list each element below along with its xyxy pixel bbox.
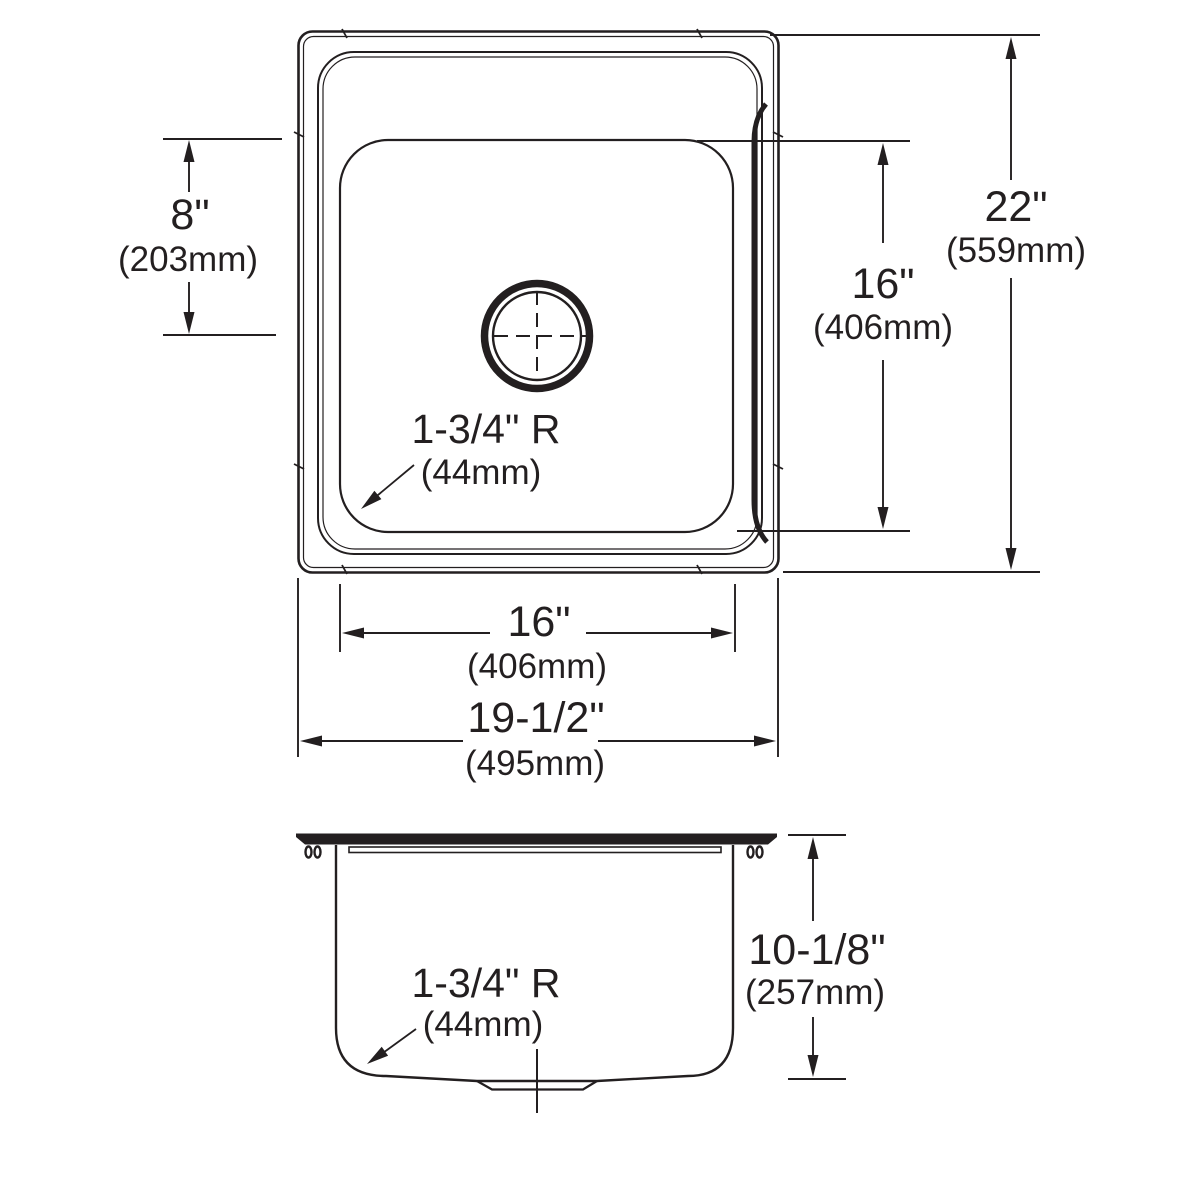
deck-outer-echo-outline [302, 35, 775, 569]
dim-overall-width: 19-1/2" (495mm) [297, 578, 779, 783]
top-view: 8" (203mm) 22" (559mm) 16" (406mm) [118, 28, 1086, 783]
bowl-radius-note-side-line1: 1-3/4" R [411, 960, 560, 1006]
bowl-radius-note-side: 1-3/4" R (44mm) [367, 960, 561, 1064]
dim-overall-width-mm: (495mm) [465, 744, 605, 783]
bowl-outline [338, 138, 735, 534]
dim-bowl-width: 16" (406mm) [339, 584, 736, 686]
dim-drain-offset: 8" (203mm) [118, 138, 282, 336]
dim-bowl-height-inches: 10-1/8" [748, 926, 885, 974]
mounting-clip-left [304, 845, 322, 859]
rim-inner-ledge [348, 846, 722, 854]
deck-inner-outline [317, 51, 763, 555]
deck-outer-outline [297, 30, 780, 574]
dim-drain-offset-inches: 8" [170, 191, 209, 239]
bowl-radius-note-top-line1: 1-3/4" R [411, 406, 560, 452]
dim-bowl-depth-mm: (406mm) [813, 308, 953, 347]
side-view: 1-3/4" R (44mm) 10-1/8" (257mm) [296, 833, 886, 1113]
dim-overall-depth: 22" (559mm) [770, 34, 1086, 573]
deck-corner-ticks [293, 28, 784, 575]
bowl-radius-note-top-line2: (44mm) [421, 453, 542, 492]
right-edge-shadow-line [751, 102, 769, 544]
dim-bowl-height: 10-1/8" (257mm) [745, 834, 886, 1080]
dim-bowl-width-inches: 16" [507, 598, 570, 646]
dim-overall-depth-mm: (559mm) [946, 231, 1086, 270]
dim-overall-depth-inches: 22" [984, 183, 1047, 231]
bowl-radius-note-side-line2: (44mm) [423, 1005, 544, 1044]
dim-bowl-width-mm: (406mm) [467, 647, 607, 686]
dim-bowl-height-mm: (257mm) [745, 973, 885, 1012]
drain [480, 279, 594, 393]
deck-inner-echo-outline [322, 56, 758, 550]
bowl-radius-note-top: 1-3/4" R (44mm) [361, 406, 561, 509]
rim-bar [296, 833, 777, 845]
dim-bowl-depth: 16" (406mm) [697, 140, 953, 532]
dim-drain-offset-mm: (203mm) [118, 240, 258, 279]
dim-overall-width-inches: 19-1/2" [467, 694, 604, 742]
mounting-clip-right [746, 845, 764, 859]
dim-bowl-depth-inches: 16" [851, 260, 914, 308]
